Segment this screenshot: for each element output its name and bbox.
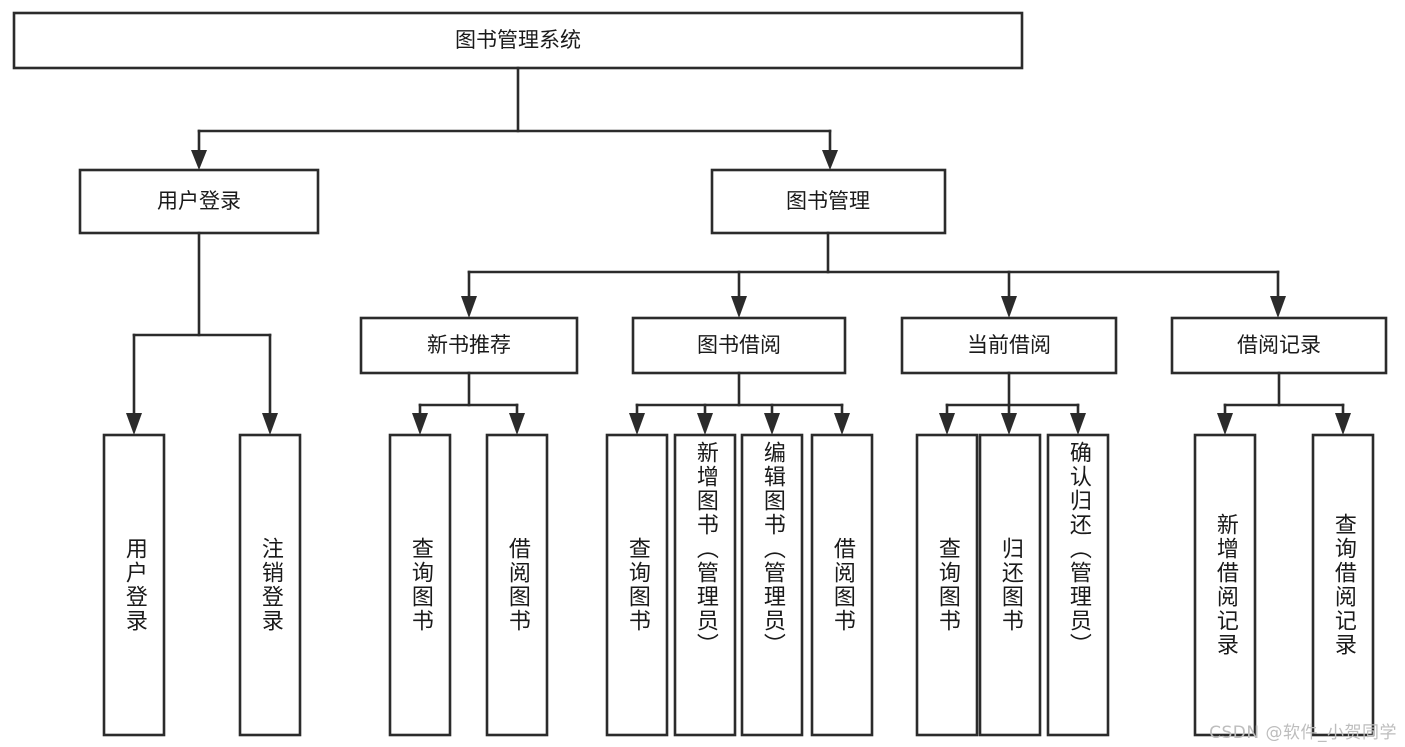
- arrow-head-icon: [1217, 413, 1233, 435]
- leaf-box-query-book-a[interactable]: [388, 433, 452, 737]
- leaf-box-borrow-book-a[interactable]: [485, 433, 549, 737]
- arrow-head-icon: [1001, 413, 1017, 435]
- current-borrow-box: [900, 316, 1118, 375]
- node-user-login[interactable]: 用户登录: [78, 168, 320, 235]
- root-label: 图书管理系统: [455, 28, 581, 52]
- arrow-head-icon: [697, 413, 713, 435]
- arrow-head-icon: [764, 413, 780, 435]
- leaf-box-user-login[interactable]: [102, 433, 166, 737]
- leaf-box-logout[interactable]: [238, 433, 302, 737]
- leaf-box-query-book-c[interactable]: [915, 433, 979, 737]
- node-book-borrow[interactable]: 图书借阅: [631, 316, 847, 375]
- arrow-head-icon: [461, 296, 477, 318]
- borrow-record-label: 借阅记录: [1237, 333, 1321, 357]
- leaf-box-query-borrow-record[interactable]: [1311, 433, 1375, 737]
- arrow-head-icon: [822, 150, 838, 170]
- connector-borrowrecord-to-leaves: [1217, 371, 1351, 435]
- arrow-head-icon: [412, 413, 428, 435]
- leaf-box-edit-book-admin[interactable]: [740, 433, 804, 737]
- node-root[interactable]: 图书管理系统: [12, 11, 1024, 70]
- node-book-manage[interactable]: 图书管理: [710, 168, 947, 235]
- watermark-text: CSDN @软件_小贺同学: [1209, 723, 1397, 743]
- connector-bookborrow-to-leaves: [629, 371, 850, 435]
- arrow-head-icon: [126, 413, 142, 435]
- user-login-label: 用户登录: [157, 189, 241, 213]
- arrow-head-icon: [1070, 413, 1086, 435]
- arrow-head-icon: [629, 413, 645, 435]
- current-borrow-label: 当前借阅: [967, 333, 1051, 357]
- node-new-book-recommend[interactable]: 新书推荐: [359, 316, 579, 375]
- arrow-head-icon: [731, 296, 747, 318]
- book-manage-label: 图书管理: [786, 189, 870, 213]
- arrow-head-icon: [1270, 296, 1286, 318]
- connector-newbook-to-leaves: [412, 371, 525, 435]
- book-borrow-label: 图书借阅: [697, 333, 781, 357]
- leaf-box-borrow-book-b[interactable]: [810, 433, 874, 737]
- connector-root-to-level2: [191, 66, 838, 170]
- node-borrow-record[interactable]: 借阅记录: [1170, 316, 1388, 375]
- connector-currentborrow-to-leaves: [939, 371, 1086, 435]
- leaf-box-add-borrow-record[interactable]: [1193, 433, 1257, 737]
- connector-bookmanage-to-level3: [461, 231, 1286, 318]
- new-book-recommend-box: [359, 316, 579, 375]
- leaf-box-add-book-admin[interactable]: [673, 433, 737, 737]
- node-current-borrow[interactable]: 当前借阅: [900, 316, 1118, 375]
- arrow-head-icon: [1335, 413, 1351, 435]
- arrow-head-icon: [262, 413, 278, 435]
- arrow-head-icon: [191, 150, 207, 170]
- arrow-head-icon: [939, 413, 955, 435]
- arrow-head-icon: [1001, 296, 1017, 318]
- root-box: [12, 11, 1024, 70]
- connector-userlogin-to-leaves: [126, 231, 278, 435]
- leaf-box-confirm-return-admin[interactable]: [1046, 433, 1110, 737]
- arrow-head-icon: [834, 413, 850, 435]
- user-login-box: [78, 168, 320, 235]
- arrow-head-icon: [509, 413, 525, 435]
- leaf-box-query-book-b[interactable]: [605, 433, 669, 737]
- leaf-box-return-book[interactable]: [978, 433, 1042, 737]
- new-book-recommend-label: 新书推荐: [427, 333, 511, 357]
